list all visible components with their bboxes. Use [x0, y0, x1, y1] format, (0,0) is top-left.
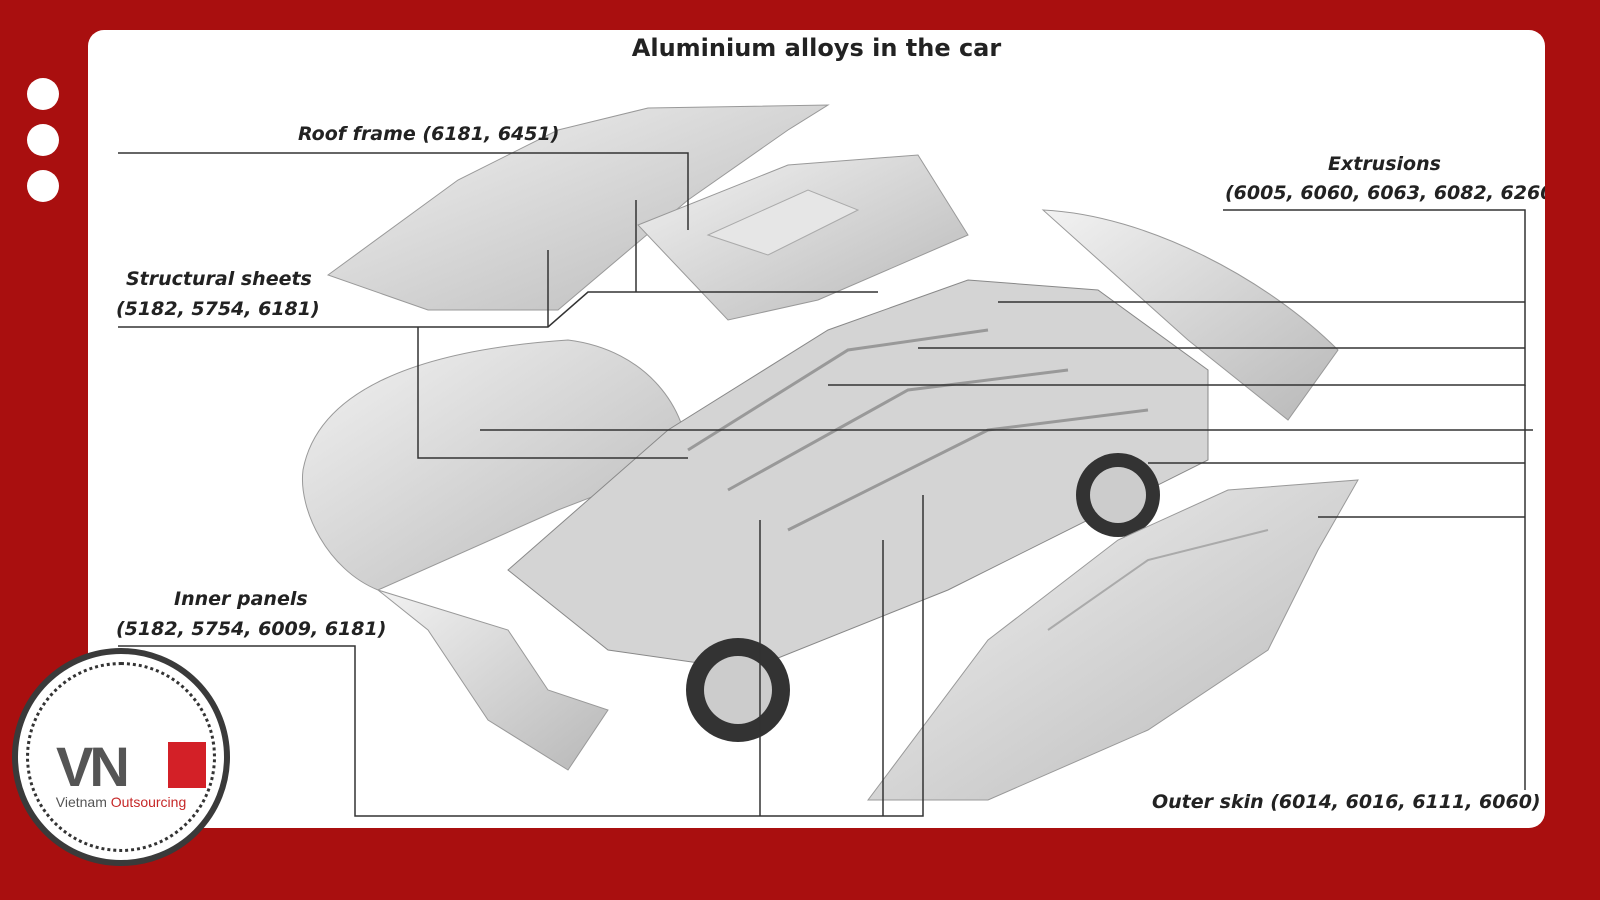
diagram-card: Aluminium alloys in the car Roof frame (…	[88, 30, 1545, 828]
outer-skin-part	[867, 479, 1359, 801]
page-title: Aluminium alloys in the car	[631, 34, 1002, 62]
front-bumper-part	[377, 589, 609, 771]
label-structural-sheets-codes: (5182, 5754, 6181)	[116, 298, 320, 320]
menu-dot	[27, 78, 59, 110]
menu-dot	[27, 124, 59, 156]
label-structural-sheets-title: Structural sheets	[126, 268, 312, 290]
label-extrusions-codes: (6005, 6060, 6063, 6082, 6260)	[1225, 182, 1545, 204]
logo-square	[168, 742, 206, 788]
trunk-part	[1041, 209, 1339, 421]
label-outer-skin: Outer skin (6014, 6016, 6111, 6060)	[1152, 791, 1541, 813]
menu-dot	[27, 170, 59, 202]
label-inner-panels-title: Inner panels	[174, 588, 308, 610]
hood-part	[301, 339, 689, 591]
vno-logo: VN Vietnam Outsourcing	[12, 648, 230, 866]
leader-lines	[118, 152, 1533, 817]
roof-frame-part	[326, 104, 830, 311]
car-exploded-illustration	[118, 104, 1533, 817]
logo-mark: VN	[56, 735, 130, 798]
label-extrusions-title: Extrusions	[1328, 153, 1441, 175]
label-roof-frame: Roof frame (6181, 6451)	[298, 123, 560, 145]
logo-tagline: Vietnam Outsourcing	[55, 794, 187, 810]
label-inner-panels-codes: (5182, 5754, 6009, 6181)	[116, 618, 387, 640]
